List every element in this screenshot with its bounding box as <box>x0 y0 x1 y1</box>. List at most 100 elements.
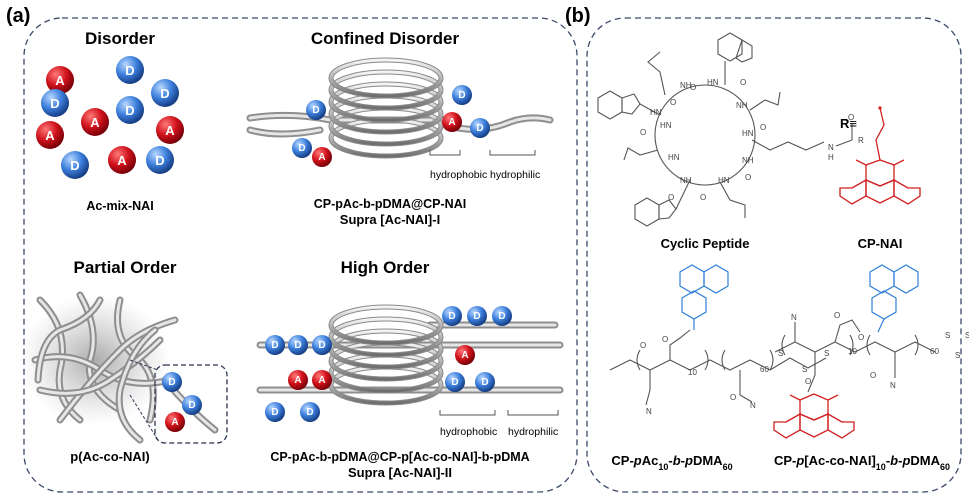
atom-label: O <box>805 377 811 386</box>
svg-text:D: D <box>70 158 79 173</box>
atom-label: R <box>858 136 864 145</box>
svg-text:A: A <box>165 123 175 138</box>
svg-text:D: D <box>50 96 59 111</box>
svg-text:D: D <box>125 103 134 118</box>
svg-text:D: D <box>271 340 278 351</box>
confined-caption-line1: CP-pAc-b-pDMA@CP-NAI <box>314 197 466 211</box>
nai-unit-polymer2 <box>773 393 855 439</box>
hydrophobic-label-2: hydrophobic <box>440 426 497 438</box>
atom-label: O <box>745 173 751 182</box>
polymer-coil-tangle <box>20 291 219 444</box>
donor-bead: D <box>151 79 179 107</box>
donor-bead: D <box>442 306 462 326</box>
high-order-caption-line1: CP-pAc-b-pDMA@CP-p[Ac-co-NAI]-b-pDMA <box>270 450 529 464</box>
atom-label: N <box>646 407 652 416</box>
cyclic-peptide-structure <box>597 32 853 227</box>
r-attach-dot <box>878 106 882 110</box>
svg-text:D: D <box>312 105 319 116</box>
donor-bead: D <box>61 151 89 179</box>
atom-label: O <box>670 98 676 107</box>
svg-text:D: D <box>473 311 480 322</box>
partial-order-caption: p(Ac-co-NAI) <box>70 449 149 464</box>
svg-text:A: A <box>90 115 100 130</box>
acceptor-bead: A <box>442 112 462 132</box>
acridan-unit-1 <box>679 264 729 330</box>
acceptor-bead: A <box>165 412 185 432</box>
svg-text:A: A <box>45 128 55 143</box>
atom-label: H <box>828 153 834 162</box>
atom-label: NH <box>742 156 754 165</box>
atom-label: N <box>890 381 896 390</box>
svg-text:A: A <box>55 73 65 88</box>
peptide-ring <box>654 84 756 186</box>
atom-label: S <box>955 351 960 360</box>
acceptor-bead: A <box>312 147 332 167</box>
indole-top <box>717 32 753 85</box>
atom-label: 60 <box>760 365 769 374</box>
partial-order-title: Partial Order <box>74 258 177 277</box>
high-order-title: High Order <box>341 258 430 277</box>
atom-label: O <box>848 113 854 122</box>
hydrophobic-label-1: hydrophobic <box>430 169 487 181</box>
lysine-arm <box>751 139 825 151</box>
svg-text:D: D <box>160 86 169 101</box>
atom-label: 60 <box>930 347 939 356</box>
atom-label: O <box>662 335 668 344</box>
cp-nai-caption: CP-NAI <box>858 236 903 251</box>
polymer1-backbone <box>609 329 827 406</box>
svg-text:A: A <box>461 350 468 361</box>
donor-bead: D <box>265 402 285 422</box>
atom-label: O <box>690 83 696 92</box>
donor-bead: D <box>467 306 487 326</box>
disorder-title: Disorder <box>85 29 155 48</box>
atom-label: NH <box>680 81 692 90</box>
atom-label: S <box>965 331 969 340</box>
donor-bead: D <box>292 138 312 158</box>
acceptor-bead: A <box>288 370 308 390</box>
atom-label: 10 <box>848 347 857 356</box>
svg-text:D: D <box>188 400 195 411</box>
svg-text:D: D <box>306 407 313 418</box>
atom-label: HN <box>650 108 662 117</box>
svg-text:D: D <box>458 90 465 101</box>
indole-left <box>597 90 661 120</box>
atom-label: O <box>834 311 840 320</box>
leucine-right <box>749 91 781 111</box>
donor-bead: D <box>492 306 512 326</box>
svg-text:A: A <box>448 117 455 128</box>
panel-a-frame <box>23 17 578 493</box>
hydrophobic-bracket-1 <box>429 150 461 156</box>
atom-label: O <box>858 333 864 342</box>
svg-text:A: A <box>294 375 301 386</box>
svg-text:D: D <box>155 153 164 168</box>
cyclic-peptide-caption: Cyclic Peptide <box>661 236 750 251</box>
atom-label: O <box>640 128 646 137</box>
acceptor-bead: A <box>81 108 109 136</box>
atom-label: O <box>870 371 876 380</box>
hydrophilic-bracket-1 <box>489 150 536 156</box>
nai-structure-r <box>839 107 921 205</box>
high-order-caption-line2: Supra [Ac-NAI]-II <box>348 465 452 480</box>
carbonyl-line <box>835 139 853 147</box>
atom-label: N <box>828 143 834 152</box>
atom-label: HN <box>660 121 672 130</box>
atom-label: HN <box>742 129 754 138</box>
svg-text:A: A <box>318 152 325 163</box>
high-order-nanotube <box>256 304 564 406</box>
atom-label: NH <box>736 101 748 110</box>
atom-label: O <box>668 193 674 202</box>
acceptor-bead: A <box>312 370 332 390</box>
leucine-top <box>647 51 666 96</box>
donor-bead: D <box>445 372 465 392</box>
zoom-box <box>154 364 228 444</box>
donor-bead: D <box>116 56 144 84</box>
svg-text:D: D <box>451 377 458 388</box>
